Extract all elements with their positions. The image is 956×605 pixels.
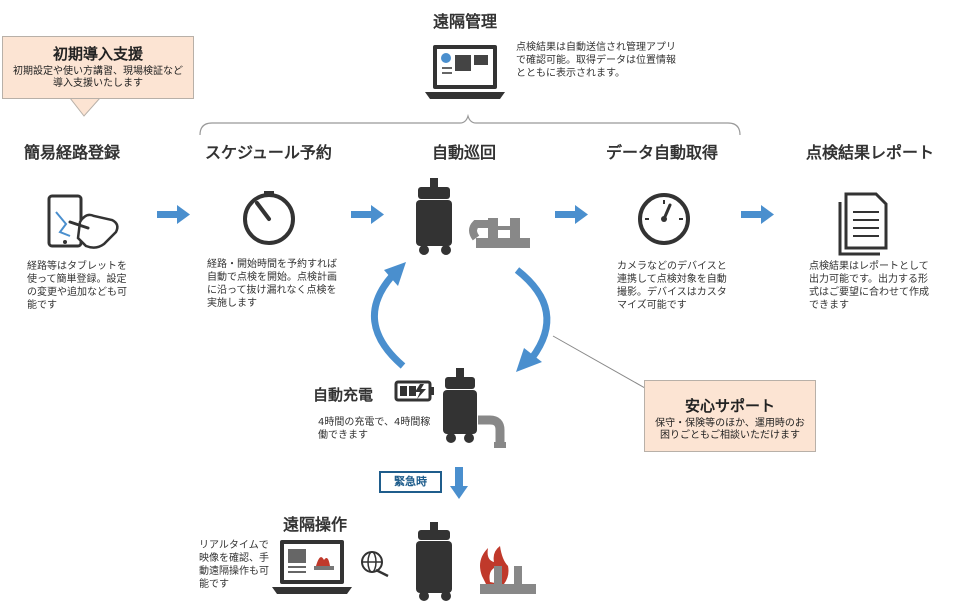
initial-support-callout: 初期導入支援 初期設定や使い方講習、現場検証など導入支援いたします	[2, 36, 194, 99]
remote-management-title: 遠隔管理	[433, 12, 498, 31]
document-icon	[838, 192, 888, 256]
remote-operation-desc: リアルタイムで映像を確認、手動遠隔操作も可能です	[199, 540, 269, 590]
step-title-data-acquisition: データ自動取得	[606, 143, 719, 162]
remote-robot-icon	[416, 522, 452, 601]
safety-support-callout: 安心サポート 保守・保険等のほか、運用時のお困りごともご相談いただけます	[644, 380, 816, 452]
step-desc-report: 点検結果はレポートとして出力可能です。出力する形式はご要望に合わせて作成できます	[809, 261, 929, 311]
fire-pipe-icon	[480, 546, 536, 594]
step-title-route-registration: 簡易経路登録	[24, 143, 121, 162]
step-title-report: 点検結果レポート	[806, 143, 935, 162]
flow-arrow-4	[741, 205, 774, 224]
pipe-icon	[469, 218, 530, 248]
charging-robot-icon	[443, 368, 477, 443]
flow-arrow-1	[157, 205, 190, 224]
auto-charge-title: 自動充電	[313, 386, 374, 404]
robot-icon	[416, 178, 452, 255]
tablet-touch-icon	[47, 194, 119, 249]
initial-support-pointer	[68, 97, 102, 117]
step-desc-data-acquisition: カメラなどのデバイスと連携して点検対象を自動撮影。デバイスはカスタマイズ可能です	[617, 261, 727, 311]
emergency-tag: 緊急時	[379, 471, 442, 493]
charging-pipe-icon	[478, 415, 506, 448]
safety-support-pointer	[552, 335, 653, 393]
step-title-auto-patrol: 自動巡回	[432, 143, 497, 162]
flow-arrow-3	[555, 205, 588, 224]
safety-support-desc: 保守・保険等のほか、運用時のお困りごともご相談いただけます	[655, 418, 805, 441]
gauge-icon	[638, 193, 690, 245]
step-desc-schedule: 経路・開始時間を予約すれば自動で点検を開始。点検計画に沿って抜け漏れなく点検を実…	[207, 259, 337, 309]
initial-support-desc: 初期設定や使い方講習、現場検証など導入支援いたします	[13, 66, 183, 89]
initial-support-title: 初期導入支援	[52, 45, 143, 63]
step-desc-route-registration: 経路等はタブレットを使って簡単登録。設定の変更や追加なども可能です	[27, 261, 127, 311]
battery-icon	[394, 380, 434, 402]
cycle-arrow-right	[514, 267, 551, 372]
remote-operation-title: 遠隔操作	[283, 515, 348, 534]
timer-icon	[243, 191, 295, 245]
emergency-down-arrow	[450, 467, 468, 499]
laptop-icon	[425, 45, 505, 99]
remote-management-desc: 点検結果は自動送信され管理アプリで確認可能。取得データは位置情報とともに表示され…	[516, 42, 676, 79]
flow-arrow-2	[351, 205, 384, 224]
safety-support-title: 安心サポート	[684, 397, 775, 415]
remote-management-bracket	[199, 113, 741, 136]
auto-charge-desc: 4時間の充電で、4時間稼働できます	[318, 417, 431, 441]
operation-laptop-icon	[272, 540, 352, 594]
globe-icon	[361, 551, 389, 578]
step-title-schedule: スケジュール予約	[205, 143, 332, 162]
cycle-arrow-left	[370, 262, 406, 369]
